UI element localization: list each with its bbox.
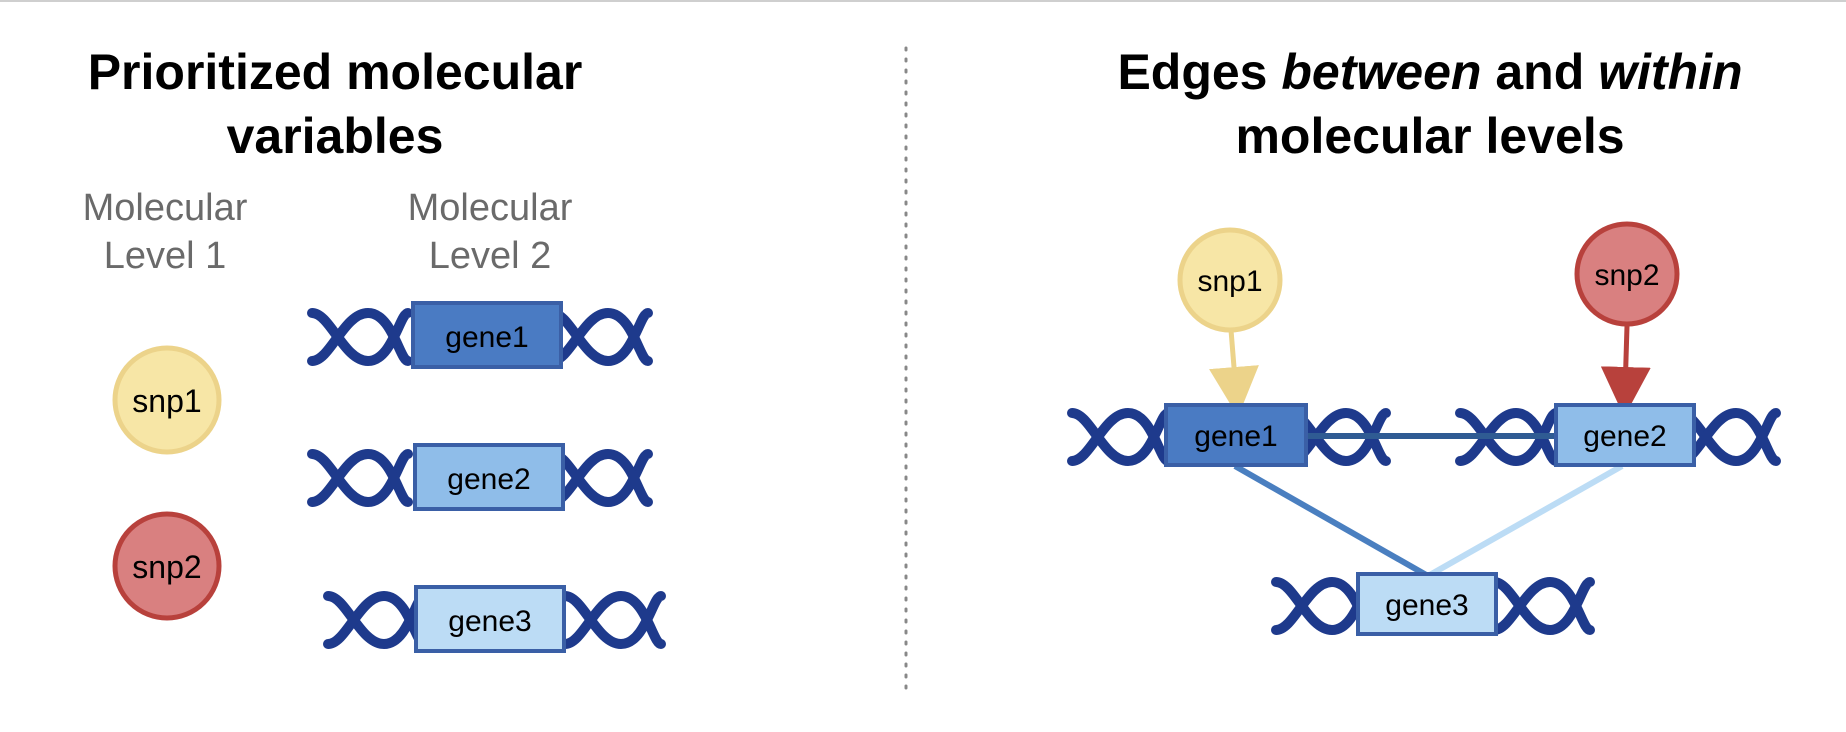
edge-snp1-gene1: [1209, 329, 1259, 417]
level2-label-line2: Level 2: [428, 235, 552, 277]
right-gene1-label: gene1: [1194, 420, 1277, 453]
level1-label-line1: Molecular: [82, 187, 248, 229]
right-title-line1: Edges between and within: [1080, 40, 1780, 104]
right-title-emphasis-between: between: [1281, 44, 1482, 100]
right-snp2-label: snp2: [1594, 259, 1659, 292]
molecular-level-2-label: Molecular Level 2: [375, 184, 605, 280]
dna-helix-icon: [552, 313, 648, 361]
edge-snp2-gene2: [1600, 325, 1651, 417]
top-border-line: [0, 0, 1846, 2]
level1-label-line2: Level 1: [103, 235, 227, 277]
left-snp2-node: snp2: [112, 511, 222, 621]
left-snp1-node: snp1: [112, 345, 222, 455]
left-gene2-group: gene2: [312, 443, 648, 511]
right-gene1-node: gene1: [1164, 403, 1308, 467]
left-gene3-group: gene3: [328, 585, 661, 653]
molecular-level-1-label: Molecular Level 1: [50, 184, 280, 280]
left-gene1-label: gene1: [445, 321, 528, 354]
right-title-part1: Edges: [1117, 44, 1282, 100]
right-title-line2: molecular levels: [1235, 108, 1625, 164]
right-snp2-node: snp2: [1574, 221, 1680, 327]
left-snp2-label: snp2: [132, 549, 201, 585]
dna-helix-icon: [312, 454, 408, 502]
level2-label-line1: Molecular: [407, 187, 573, 229]
dna-helix-icon: [312, 313, 408, 361]
dna-helix-icon: [1494, 582, 1590, 630]
left-panel-title: Prioritized molecular variables: [40, 40, 630, 168]
right-snp1-label: snp1: [1197, 265, 1262, 298]
right-snp1-node: snp1: [1177, 227, 1283, 333]
edge-gene1-gene3: [1233, 463, 1430, 579]
left-gene1-group: gene1: [312, 301, 648, 369]
right-title-emphasis-within: within: [1598, 44, 1743, 100]
dna-helix-icon: [552, 454, 648, 502]
right-title-part2: and: [1481, 44, 1599, 100]
right-gene2-node: gene2: [1554, 403, 1696, 467]
right-panel-title: Edges between and within molecular level…: [1080, 40, 1780, 168]
dna-helix-icon: [328, 596, 424, 644]
left-gene3-label: gene3: [448, 605, 531, 638]
edge-gene2-gene3: [1426, 463, 1624, 579]
right-gene2-label: gene2: [1583, 420, 1666, 453]
dna-helix-icon: [565, 596, 661, 644]
left-snp1-label: snp1: [132, 383, 201, 419]
left-title-line1: Prioritized molecular: [87, 44, 583, 100]
right-gene3-node: gene3: [1356, 572, 1498, 636]
right-gene3-label: gene3: [1385, 589, 1468, 622]
left-gene2-label: gene2: [447, 463, 530, 496]
left-title-line2: variables: [226, 108, 444, 164]
dna-helix-icon: [1072, 413, 1168, 461]
